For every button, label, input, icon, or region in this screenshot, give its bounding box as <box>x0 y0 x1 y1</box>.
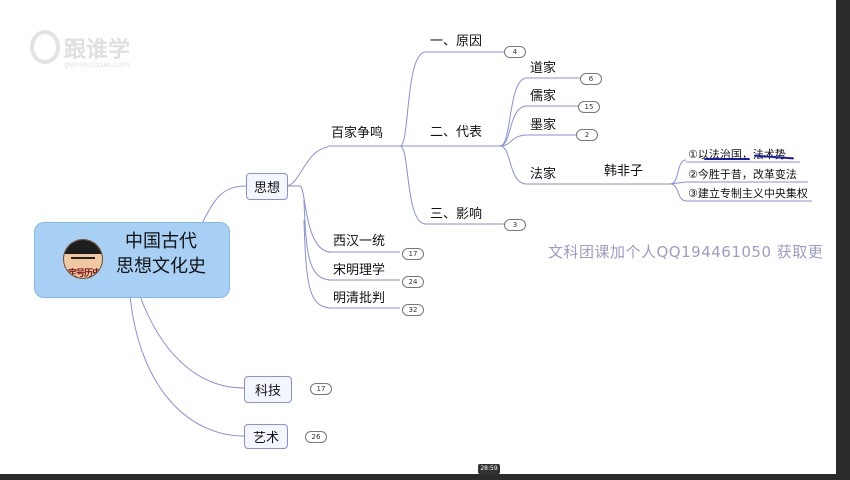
topic-sixiang[interactable]: 思想 <box>246 173 288 200</box>
annotation-underline-1 <box>704 158 750 160</box>
topic-songming[interactable]: 宋明理学 <box>333 263 385 279</box>
badge-mingqing[interactable]: 32 <box>402 304 424 316</box>
topic-rujia[interactable]: 儒家 <box>530 89 556 105</box>
topic-daibiao[interactable]: 二、代表 <box>430 125 482 141</box>
topic-mingqing[interactable]: 明清批判 <box>333 291 385 307</box>
topic-fajia[interactable]: 法家 <box>530 167 556 183</box>
badge-songming[interactable]: 24 <box>402 276 424 288</box>
badge-yishu[interactable]: 26 <box>305 431 327 443</box>
badge-rujia[interactable]: 15 <box>578 101 600 113</box>
brand-logo: 跟谁学 genshuixue.com <box>30 30 145 80</box>
badge-mojia[interactable]: 2 <box>576 129 598 141</box>
topic-yishu[interactable]: 艺术 <box>244 424 288 449</box>
root-title-line1: 中国古代 <box>101 229 221 254</box>
bottom-frame-edge <box>0 474 850 480</box>
topic-baijia[interactable]: 百家争鸣 <box>331 126 383 142</box>
topic-yingxiang[interactable]: 三、影响 <box>430 207 482 223</box>
badge-keji[interactable]: 17 <box>310 383 332 395</box>
brand-domain: genshuixue.com <box>64 60 130 69</box>
badge-yingxiang[interactable]: 3 <box>504 219 526 231</box>
point-3[interactable]: ③建立专制主义中央集权 <box>688 186 808 202</box>
root-topic[interactable]: 定号历史 中国古代 思想文化史 <box>34 222 230 298</box>
badge-xihan[interactable]: 17 <box>402 248 424 260</box>
topic-hanfeizi[interactable]: 韩非子 <box>604 164 643 180</box>
root-title: 中国古代 思想文化史 <box>101 229 221 279</box>
avatar-stamp: 定号历史 <box>63 266 103 279</box>
point-2[interactable]: ②今胜于昔，改革变法 <box>688 167 797 183</box>
video-timestamp[interactable]: 28:59 <box>478 464 500 474</box>
topic-mojia[interactable]: 墨家 <box>530 118 556 134</box>
question-mark-logo-icon <box>30 30 60 64</box>
teacher-avatar: 定号历史 <box>63 239 103 279</box>
right-frame-edge <box>836 0 850 480</box>
topic-xihan[interactable]: 西汉一统 <box>333 234 385 250</box>
badge-yuanyin[interactable]: 4 <box>504 46 526 58</box>
topic-keji[interactable]: 科技 <box>244 376 292 403</box>
badge-daojia[interactable]: 6 <box>580 73 602 85</box>
root-title-line2: 思想文化史 <box>101 254 221 279</box>
watermark-text: 文科团课加个人QQ194461050 获取更 <box>548 241 823 262</box>
topic-yuanyin[interactable]: 一、原因 <box>430 34 482 50</box>
topic-daojia[interactable]: 道家 <box>530 61 556 77</box>
